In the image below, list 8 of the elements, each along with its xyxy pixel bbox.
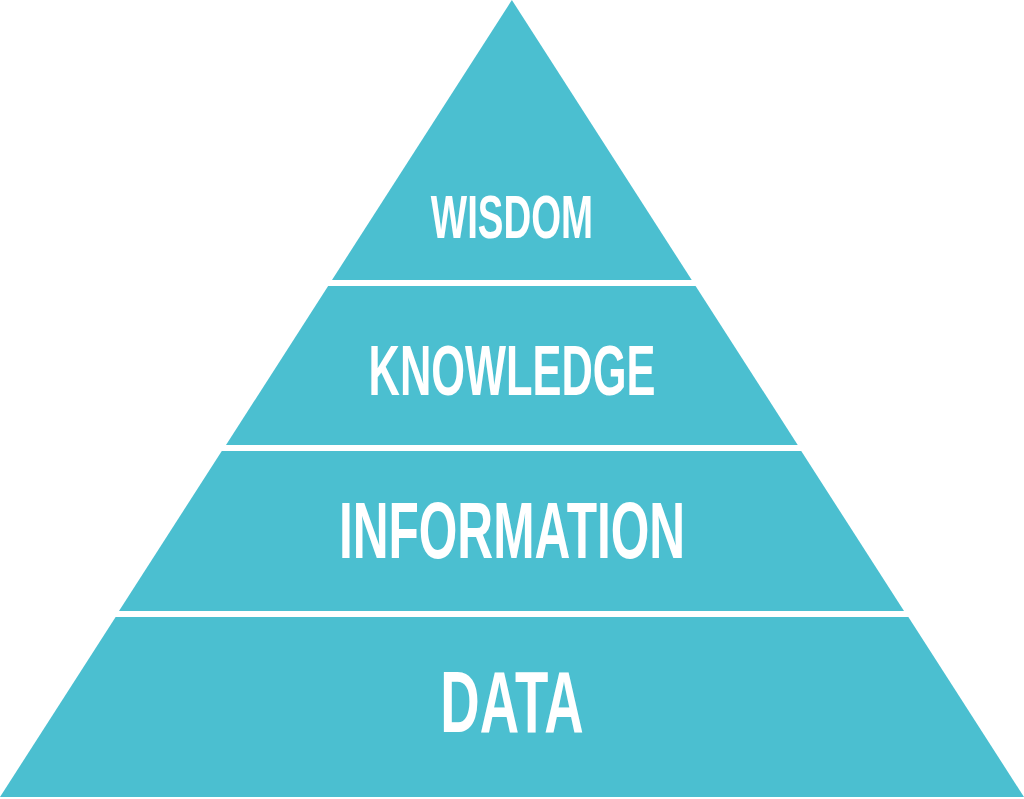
pyramid-tier [226, 286, 798, 445]
pyramid-tier [119, 451, 905, 611]
tier-label: KNOWLEDGE [368, 339, 656, 403]
tier-label: DATA [440, 662, 584, 742]
pyramid-tier [332, 0, 692, 280]
tier-label: WISDOM [430, 189, 594, 245]
pyramid-tier [0, 617, 1024, 797]
tier-label: INFORMATION [338, 495, 686, 567]
